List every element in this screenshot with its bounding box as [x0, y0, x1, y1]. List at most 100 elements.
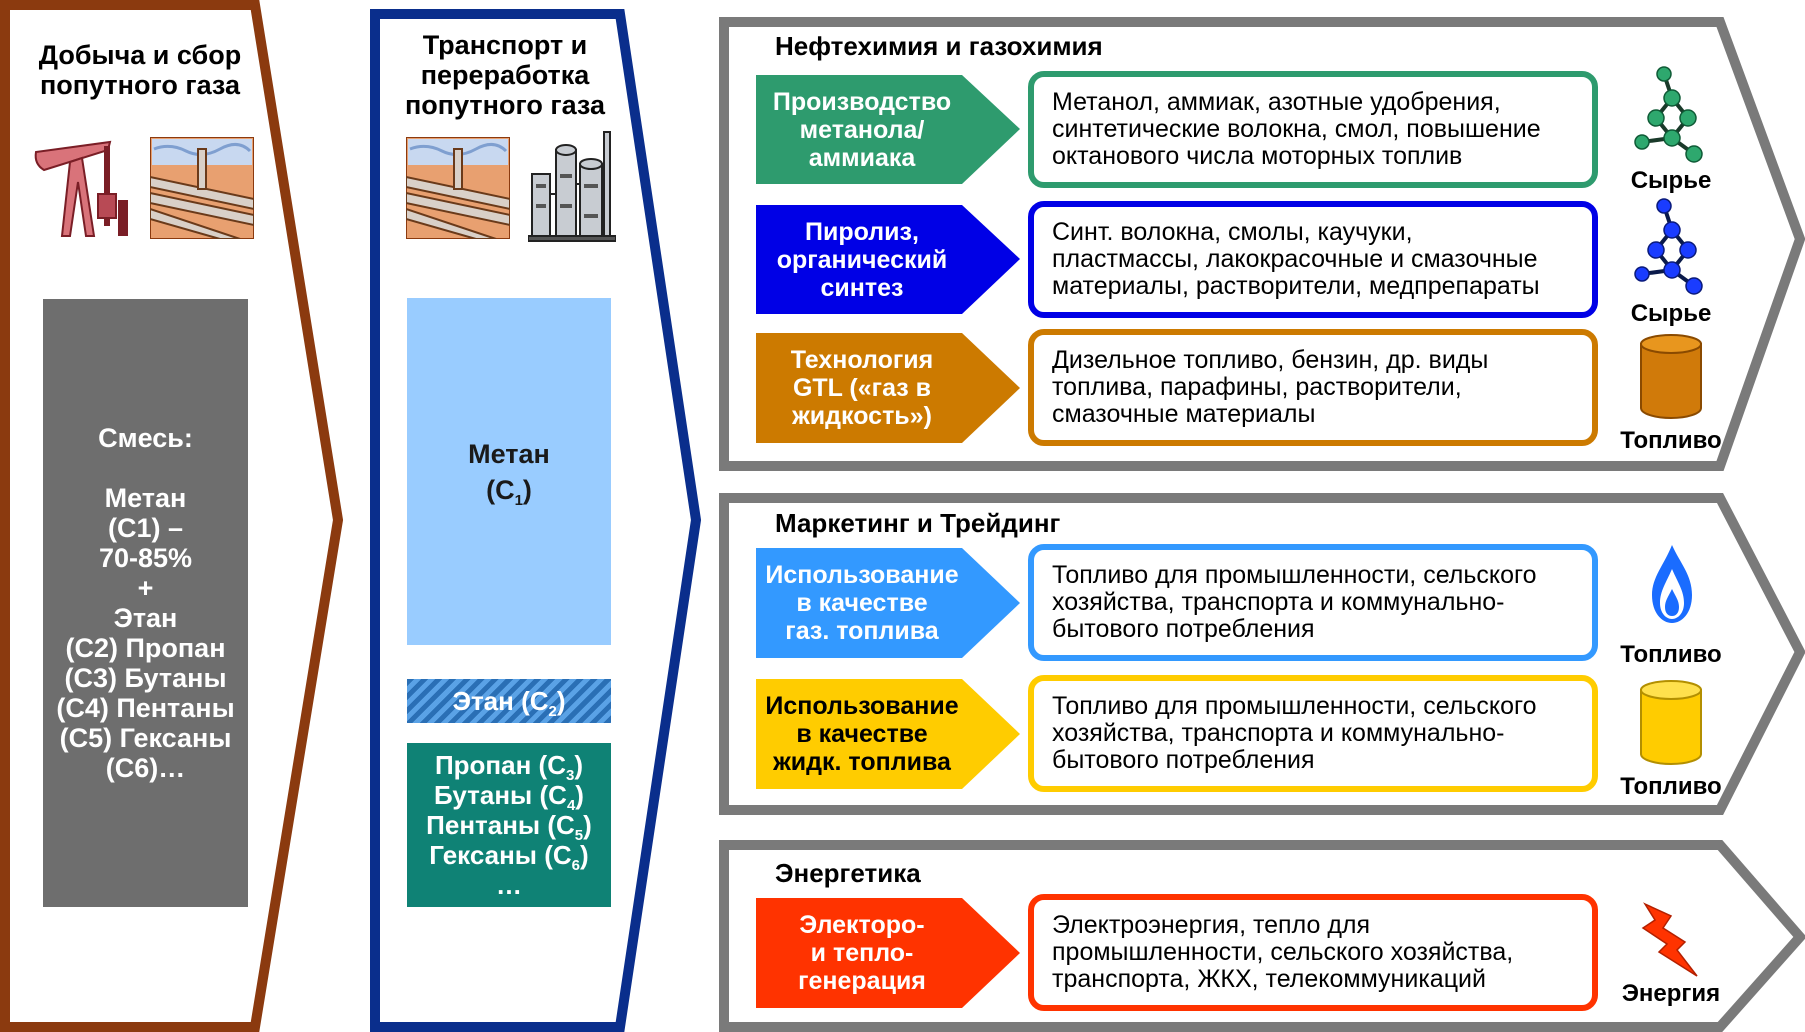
desc-line: Метанол, аммиак, азотные удобрения,	[1052, 88, 1501, 116]
tag-line: Использование	[765, 561, 959, 589]
tag-arrow-power	[756, 898, 1020, 1008]
ethane-name: Этан	[452, 686, 514, 716]
formula-sub: 5	[574, 827, 584, 844]
formula-letter: C	[529, 686, 549, 716]
tag-line: жидк. топлива	[773, 748, 951, 776]
tag-line: Технология	[790, 346, 934, 374]
tag-arrow-methanol	[756, 75, 1020, 184]
tag-line: Электоро-	[799, 911, 925, 939]
tag-line: Производство	[772, 87, 952, 116]
icon-label: Топливо	[1620, 773, 1722, 800]
tag-line: жидкость»)	[792, 402, 932, 430]
lightning-icon	[1641, 902, 1698, 977]
gas-mixture-box: Смесь: Метан (C1) – 70-85% + Этан (C2) П…	[43, 299, 248, 907]
tag-line: в качестве	[796, 720, 928, 748]
tag-line: и тепло-	[810, 939, 914, 967]
formula-sub: 2	[548, 703, 557, 720]
mix-line: (C5) Гексаны	[59, 723, 232, 753]
mix-line: (C1) –	[107, 513, 183, 543]
icon-label: Сырье	[1630, 300, 1712, 327]
heavy-name: Пропан	[434, 750, 532, 780]
mix-line: (C6)…	[105, 753, 186, 783]
formula-letter: C	[552, 840, 572, 870]
tag-arrow-liquid-fuel	[756, 679, 1020, 789]
tag-line: метанола/	[799, 115, 925, 144]
desc-line: октанового числа моторных топлив	[1052, 142, 1463, 170]
desc-gas-fuel: Топливо для промышленности, сельского хо…	[1028, 544, 1598, 661]
tag-line: синтез	[820, 273, 904, 302]
col1-title-line: попутного газа	[39, 70, 241, 100]
methane-formula: (C1)	[486, 474, 532, 509]
section-title-energy: Энергетика	[775, 858, 921, 888]
formula-letter: C	[495, 474, 515, 505]
desc-power: Электроэнергия, тепло для промышленности…	[1028, 894, 1598, 1011]
col2-title-line: Транспорт и	[422, 30, 588, 60]
tag-methanol: Производство метанола/ аммиака	[756, 75, 1020, 184]
tag-line: Пиролиз,	[805, 217, 919, 246]
tag-line: органический	[776, 245, 948, 274]
desc-line: бытового потребления	[1052, 746, 1315, 774]
desc-line: Топливо для промышленности, сельского	[1052, 561, 1537, 589]
tag-liquid-fuel: Использование в качестве жидк. топлива	[756, 679, 1020, 789]
desc-line: Дизельное топливо, бензин, др. виды	[1052, 346, 1489, 374]
desc-line: Топливо для промышленности, сельского	[1052, 692, 1537, 720]
tag-line: генерация	[798, 967, 926, 995]
formula-sub: 3	[565, 767, 575, 784]
formula-sub: 1	[514, 491, 523, 509]
icon-label: Сырье	[1630, 167, 1712, 194]
mix-line: 70-85%	[98, 543, 193, 573]
pipeline-icon	[406, 137, 510, 239]
formula-letter: C	[548, 780, 567, 810]
heavy-name: Бутаны	[434, 780, 533, 810]
section-title-marketing: Маркетинг и Трейдинг	[775, 508, 1061, 538]
mix-line: (C2) Пропан	[65, 633, 226, 663]
heavy-line: Пентаны (C5)	[426, 810, 592, 844]
formula-sub: 6	[571, 857, 581, 874]
desc-line: синтетические волокна, смол, повышение	[1052, 115, 1541, 143]
yellow-barrel-icon	[1640, 680, 1702, 765]
tag-line: аммиака	[808, 143, 916, 172]
tag-arrow-gtl	[756, 333, 1020, 443]
formula-sub: 4	[566, 797, 576, 814]
formula-letter: C	[547, 750, 566, 780]
desc-line: смазочные материалы	[1052, 400, 1316, 428]
tag-gas-fuel: Использование в качестве газ. топлива	[756, 548, 1020, 658]
mix-line: (C3) Бутаны	[64, 663, 227, 693]
tag-line: газ. топлива	[785, 617, 939, 645]
formula-letter: C	[556, 810, 575, 840]
heavy-hydrocarbons-box: Пропан (C3) Бутаны (C4) Пентаны (C5) Гек…	[407, 743, 611, 907]
tag-gtl: Технология GTL («газ в жидкость»)	[756, 333, 1020, 443]
heavy-line: Гексаны (C6)	[429, 840, 589, 874]
desc-line: пластмассы, лакокрасочные и смазочные	[1052, 245, 1538, 273]
blue-molecule-icon	[1634, 198, 1703, 295]
desc-liquid-fuel: Топливо для промышленности, сельского хо…	[1028, 675, 1598, 792]
pipeline-icon	[150, 137, 254, 239]
desc-gtl: Дизельное топливо, бензин, др. виды топл…	[1028, 329, 1598, 446]
orange-barrel-icon	[1640, 334, 1702, 419]
col2-title-line: попутного газа	[404, 90, 606, 120]
desc-line: материалы, растворители, медпрепараты	[1052, 272, 1540, 300]
mix-line: Этан	[113, 603, 178, 633]
desc-methanol: Метанол, аммиак, азотные удобрения, синт…	[1028, 71, 1598, 188]
heavy-line: Бутаны (C4)	[434, 780, 584, 814]
methane-box: Метан (C1)	[407, 298, 611, 645]
tag-arrow-gas-fuel	[756, 548, 1020, 658]
green-molecule-icon	[1634, 66, 1703, 163]
heavy-name: Пентаны	[426, 810, 541, 840]
refinery-icon	[528, 131, 616, 242]
methane-name: Метан	[468, 438, 550, 469]
desc-line: Синт. волокна, смолы, каучуки,	[1052, 218, 1413, 246]
col1-title: Добыча и сбор попутного газа	[20, 40, 260, 100]
col1-title-line: Добыча и сбор	[38, 40, 242, 70]
heavy-line: Пропан (C3)	[434, 750, 583, 784]
desc-line: промышленности, сельского хозяйства,	[1052, 938, 1514, 966]
gas-flame-icon	[1652, 545, 1692, 623]
col2-title-line: переработка	[420, 60, 590, 90]
desc-pyrolysis: Синт. волокна, смолы, каучуки, пластмасс…	[1028, 201, 1598, 318]
mix-line: (C4) Пентаны	[56, 693, 235, 723]
desc-line: хозяйства, транспорта и коммунально-	[1052, 588, 1505, 616]
desc-line: бытового потребления	[1052, 615, 1315, 643]
mix-line: Смесь:	[98, 423, 193, 453]
mix-line: +	[137, 573, 154, 603]
